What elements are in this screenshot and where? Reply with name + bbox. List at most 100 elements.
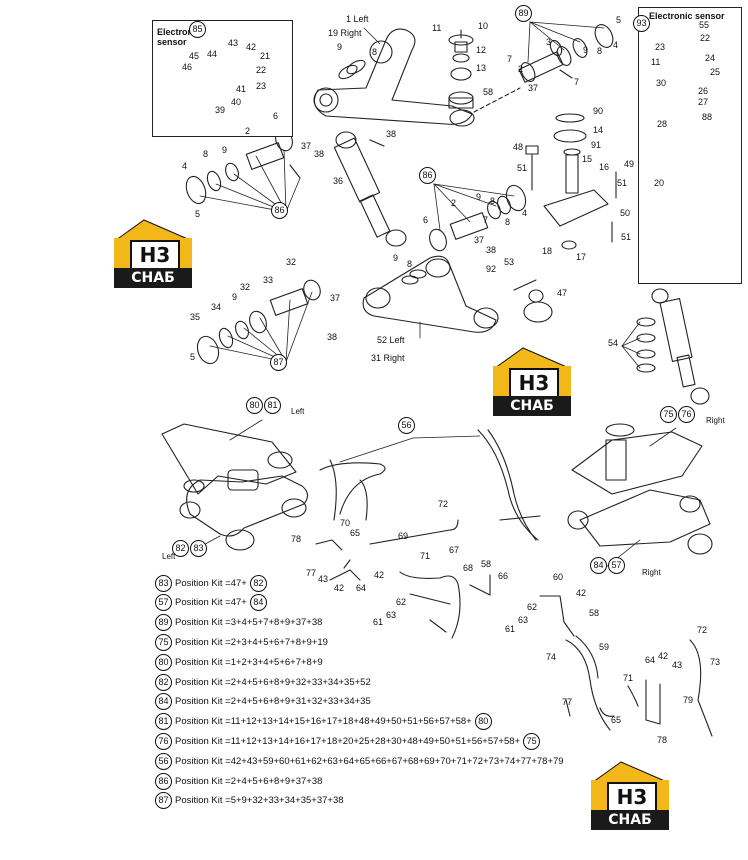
logo-mark: H3 [130, 240, 180, 270]
callout-label: 50 [620, 208, 631, 218]
callout-label: 49 [624, 159, 635, 169]
kit-id-circle: 83 [155, 574, 172, 592]
kit-composition: Position Kit =5+9+32+33+34+35+37+38 [175, 795, 344, 807]
kit-composition: Position Kit =2+3+4+5+6+7+8+9+19 [175, 636, 328, 648]
kit-id-circle: 84 [155, 693, 172, 711]
callout-label: 45 [189, 51, 200, 61]
callout-label: 74 [546, 652, 557, 662]
kit-composition: Position Kit =2+4+5+6+8+9+32+33+34+35+52 [175, 676, 371, 688]
logo-mark: H3 [509, 368, 559, 398]
label-assy-left: Left [291, 407, 305, 416]
kit-composition: Position Kit =42+43+59+60+61+62+63+64+65… [175, 755, 564, 767]
kit-composition: Position Kit =47+ [175, 597, 247, 609]
kit-composition: Position Kit =11+12+13+14+15+16+17+18+48… [175, 716, 472, 728]
callout-label: 17 [576, 252, 587, 262]
callout-label: 69 [398, 531, 409, 541]
callout-label: 38 [314, 149, 325, 159]
callout-label: 71 [420, 551, 431, 561]
kit-id-circle: 81 [155, 713, 172, 731]
shock-absorber-36 [333, 131, 407, 247]
sensor-box-left: Electronic sensor [152, 20, 293, 137]
callout-label: 62 [527, 602, 538, 612]
callout-label: 44 [207, 49, 218, 59]
callout-label: 11 [651, 57, 661, 67]
callout-label: 48 [513, 142, 524, 152]
callout-label: 61 [373, 617, 384, 627]
callout-label: 7 [483, 215, 489, 225]
callout-circle: 89 [515, 5, 532, 22]
callout-label: 18 [542, 246, 553, 256]
callout-label: 37 [301, 141, 312, 151]
callout-label: 6 [423, 215, 429, 225]
kit-id-circle: 87 [155, 792, 172, 810]
callout-label: 12 [476, 45, 487, 55]
kit-id-circle: 82 [155, 673, 172, 691]
kit-composition: Position Kit =47+ [175, 577, 247, 589]
label-arm-top-right: 19 Right [328, 28, 362, 38]
kit-id-circle: 89 [155, 614, 172, 632]
callout-circle: 83 [190, 540, 207, 557]
sensor-box-right: Electronic sensor [638, 7, 742, 284]
callout-label: 39 [215, 105, 226, 115]
logo-word: CHAБ [591, 810, 669, 830]
callout-label: 42 [576, 588, 587, 598]
callout-label: 73 [710, 657, 721, 667]
callout-label: 42 [658, 651, 669, 661]
callout-label: 15 [582, 154, 593, 164]
bushing-set-right-86 [429, 184, 527, 252]
callout-circle: 82 [172, 540, 189, 557]
callout-circle: 76 [678, 406, 695, 423]
logo-word: CHAБ [493, 396, 571, 416]
callout-label: 27 [698, 97, 709, 107]
callout-label: 5 [190, 352, 196, 362]
logo-mark: H3 [607, 782, 657, 812]
callout-label: 2 [245, 126, 251, 136]
callout-label: 88 [702, 112, 713, 122]
callout-label: 92 [486, 264, 497, 274]
bushing-set-left-86 [185, 128, 301, 205]
callout-label: 70 [340, 518, 351, 528]
callout-label: 4 [522, 208, 528, 218]
callout-label: 34 [211, 302, 222, 312]
kingpin-assembly-center [525, 113, 617, 250]
callout-label: 37 [330, 293, 341, 303]
callout-circle: 75 [660, 406, 677, 423]
callout-label: 6 [273, 111, 279, 121]
callout-label: 7 [574, 77, 580, 87]
kit-ref-circle: 80 [474, 713, 492, 731]
callout-label: 24 [705, 53, 716, 63]
callout-label: 51 [617, 178, 628, 188]
callout-label: 66 [498, 571, 509, 581]
brake-hose-harness [315, 429, 541, 639]
callout-label: 77 [306, 568, 317, 578]
callout-label: 63 [386, 610, 397, 620]
label-arm-lower-right: 31 Right [371, 353, 405, 363]
label-arm-lower-left: 52 Left [377, 335, 405, 345]
callout-label: 51 [517, 163, 528, 173]
callout-label: 35 [190, 312, 201, 322]
callout-label: 78 [657, 735, 668, 745]
kit-id-circle: 76 [155, 732, 172, 750]
kit-composition: Position Kit =1+2+3+4+5+6+7+8+9 [175, 656, 323, 668]
callout-label: 77 [562, 697, 573, 707]
kit-id-circle: 80 [155, 653, 172, 671]
kit-ref-circle: 75 [523, 732, 541, 750]
shock-absorber-54 [636, 288, 710, 405]
callout-label: 22 [256, 65, 267, 75]
callout-label: 54 [608, 338, 619, 348]
kit-id-circle: 57 [155, 594, 172, 612]
callout-label: 40 [231, 97, 242, 107]
callout-circle: 87 [270, 354, 287, 371]
callout-label: 43 [318, 574, 329, 584]
callout-label: 9 [222, 145, 228, 155]
callout-label: 16 [599, 162, 610, 172]
callout-label: 4 [613, 40, 619, 50]
callout-label: 7 [507, 54, 513, 64]
callout-label: 8 [597, 46, 603, 56]
callout-label: 51 [621, 232, 632, 242]
